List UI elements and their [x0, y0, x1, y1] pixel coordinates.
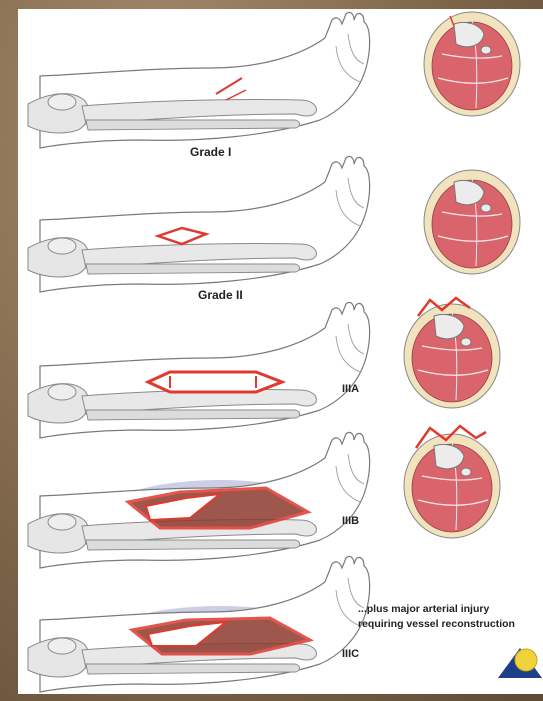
- leg-grade-3a: [28, 302, 370, 438]
- logo-icon: [498, 648, 542, 678]
- note-line-1: ...plus major arterial injury: [358, 603, 489, 615]
- label-grade-3c: IIIC: [342, 648, 359, 660]
- cross-section-grade-1: [424, 12, 520, 116]
- label-grade-3a: IIIA: [342, 383, 359, 395]
- label-grade-1: Grade I: [190, 145, 231, 159]
- note-line-2: requiring vessel reconstruction: [358, 618, 515, 630]
- leg-grade-2: [28, 156, 370, 292]
- leg-grade-3c: [28, 556, 370, 692]
- label-grade-3b: IIIB: [342, 515, 359, 527]
- label-grade-2: Grade II: [198, 288, 243, 302]
- leg-grade-3b: [28, 432, 370, 568]
- leg-grade-1: [28, 12, 370, 148]
- cross-section-grade-3b: [404, 426, 500, 538]
- cross-section-grade-3a: [404, 298, 500, 408]
- cross-section-grade-2: [424, 170, 520, 274]
